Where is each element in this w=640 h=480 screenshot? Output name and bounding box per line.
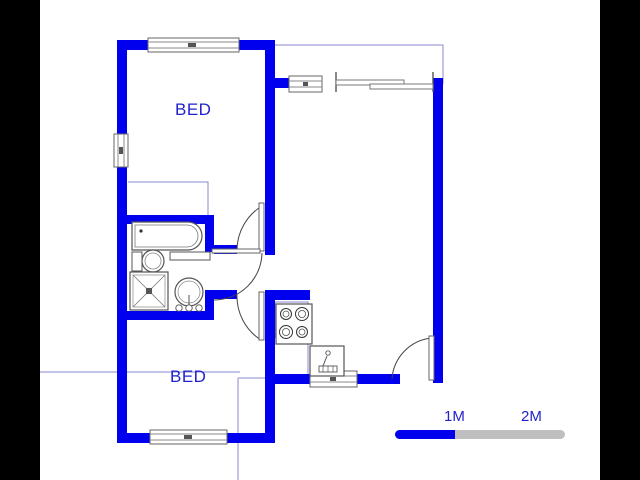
room-label-bed-top: BED — [175, 100, 212, 119]
fixture-toilet — [131, 249, 211, 273]
wall-bathroom-right-lower — [205, 290, 214, 320]
wall-central-lower — [265, 290, 275, 443]
window-bottom-wall — [149, 429, 228, 445]
wall-upper-right-stub — [275, 78, 295, 88]
wall-bottom-left-segment — [117, 433, 151, 443]
wall-bottom-mid-segment — [226, 433, 275, 443]
wall-kitchen-top — [265, 290, 310, 300]
scale-label-2m: 2M — [521, 408, 542, 425]
scale-bar: 1M 2M — [395, 408, 570, 448]
wall-left-exterior — [117, 40, 127, 443]
wall-bottom-kitchen-right — [352, 374, 400, 384]
fixture-bathtub — [131, 221, 203, 251]
wall-bathroom-bottom — [127, 311, 214, 320]
scale-bar-fill — [395, 430, 455, 439]
window-left-wall — [113, 133, 129, 168]
floor-plan-drawing — [40, 37, 444, 480]
window-upper-right — [288, 72, 434, 93]
wall-bath-nib-lower — [214, 290, 237, 299]
door-bedroom-bottom — [236, 291, 265, 341]
door-bedroom-top — [236, 202, 265, 252]
fixture-kitchen-sink — [309, 345, 345, 377]
scale-label-1m: 1M — [444, 408, 465, 425]
scale-bar-track — [395, 430, 565, 439]
wall-top-left-segment — [117, 40, 149, 50]
reference-lines — [40, 44, 444, 480]
doors — [211, 202, 435, 381]
door-entry-right — [391, 335, 435, 381]
floor-plan-canvas: BED BED 1M 2M — [40, 0, 600, 480]
fixture-shower — [129, 271, 169, 311]
room-label-bed-bottom: BED — [170, 367, 207, 386]
door-bathroom — [211, 248, 263, 301]
wall-central-upper — [265, 40, 275, 255]
wall-top-right-segment — [238, 40, 275, 50]
wall-bottom-kitchen-left — [265, 374, 310, 384]
wall-right-exterior-lower — [433, 343, 443, 383]
fixture-wash-basin — [174, 277, 204, 312]
wall-right-exterior — [433, 78, 443, 343]
fixture-stove — [275, 303, 313, 345]
wall-bathroom-top — [127, 215, 214, 224]
window-top-wall — [147, 37, 240, 53]
wall-bathroom-right-upper — [205, 215, 214, 252]
